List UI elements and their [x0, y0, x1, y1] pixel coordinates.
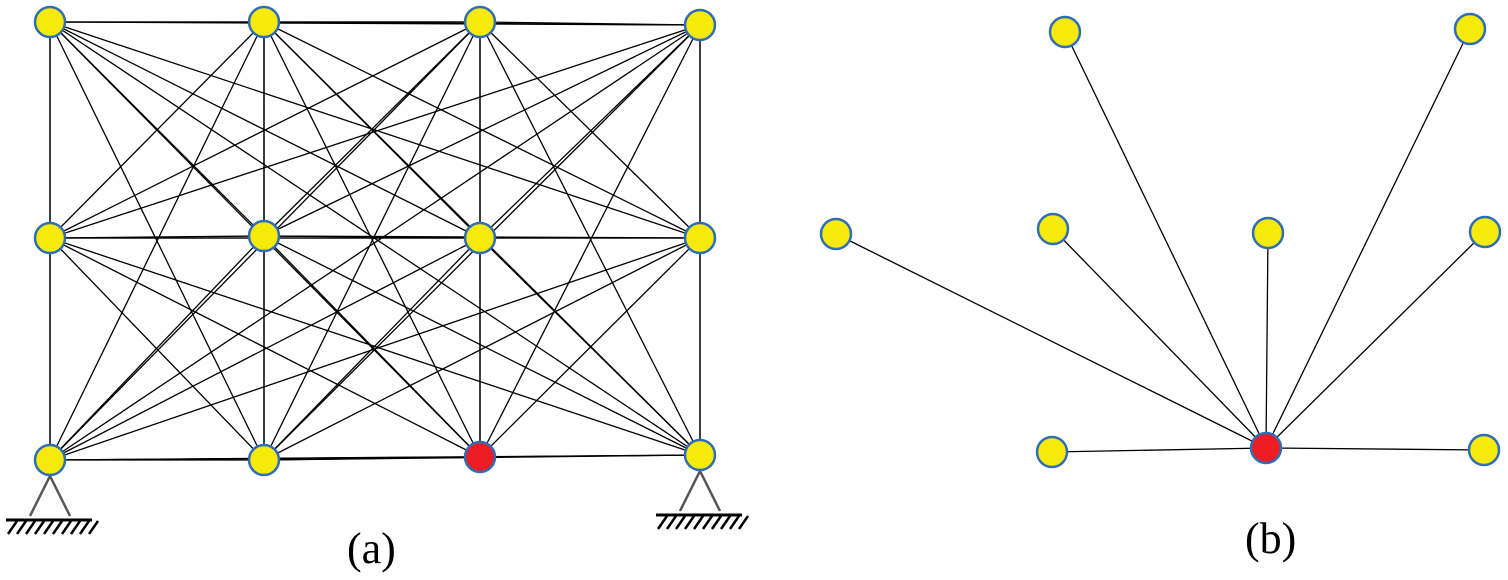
- node: [1048, 15, 1082, 49]
- panel-a-caption: (a): [347, 524, 396, 573]
- pin-support-icon: [656, 468, 750, 530]
- member-line: [49, 237, 701, 461]
- member-line: [263, 235, 701, 456]
- member-line: [49, 21, 265, 461]
- member-line: [1265, 232, 1269, 449]
- node: [1467, 433, 1501, 467]
- node: [683, 8, 717, 42]
- panel-b-members: [835, 28, 1486, 453]
- node: [33, 443, 67, 477]
- member-line: [263, 237, 481, 461]
- node: [33, 5, 67, 39]
- panel-a-full-connectivity-diagram: (a): [6, 5, 750, 573]
- member-line: [263, 21, 481, 458]
- member-line: [479, 454, 701, 458]
- node: [463, 5, 497, 39]
- panel-a-nodes: [33, 5, 717, 477]
- node: [683, 221, 717, 255]
- member-line: [49, 235, 265, 461]
- node: [247, 443, 281, 477]
- member-line: [49, 21, 481, 239]
- member-line: [263, 237, 701, 461]
- member-line: [1051, 447, 1267, 453]
- panel-b-nodes: [819, 12, 1502, 469]
- node: [1035, 435, 1069, 469]
- node: [1036, 212, 1070, 246]
- member-line: [479, 237, 701, 458]
- node: [683, 438, 717, 472]
- node: [1468, 215, 1502, 249]
- member-line: [49, 24, 701, 239]
- member-line: [263, 24, 701, 237]
- highlighted-node: [1249, 431, 1283, 465]
- member-line: [835, 233, 1267, 449]
- member-line: [263, 21, 481, 461]
- member-line: [1265, 447, 1485, 451]
- member-line: [263, 21, 481, 237]
- node: [819, 217, 853, 251]
- member-line: [49, 237, 265, 461]
- member-line: [49, 21, 265, 239]
- member-line: [49, 237, 481, 461]
- panel-b-caption: (b): [1245, 514, 1296, 563]
- member-line: [479, 24, 701, 239]
- node: [247, 219, 281, 253]
- member-line: [479, 21, 701, 239]
- member-line: [1265, 28, 1471, 449]
- node: [1251, 216, 1285, 250]
- panel-b-star-connectivity-diagram: (b): [819, 12, 1502, 563]
- node: [1453, 12, 1487, 46]
- member-line: [479, 237, 701, 456]
- member-line: [49, 237, 481, 458]
- node: [463, 221, 497, 255]
- member-line: [49, 24, 701, 461]
- panel-a-members: [49, 21, 701, 461]
- member-line: [1064, 31, 1267, 449]
- member-line: [479, 21, 701, 26]
- member-line: [49, 21, 701, 239]
- node: [33, 221, 67, 255]
- node: [247, 5, 281, 39]
- member-line: [479, 24, 701, 458]
- member-line: [1052, 228, 1267, 449]
- pin-support-icon: [6, 473, 100, 535]
- highlighted-node: [463, 440, 497, 474]
- member-line: [263, 235, 481, 458]
- member-line: [1265, 231, 1486, 449]
